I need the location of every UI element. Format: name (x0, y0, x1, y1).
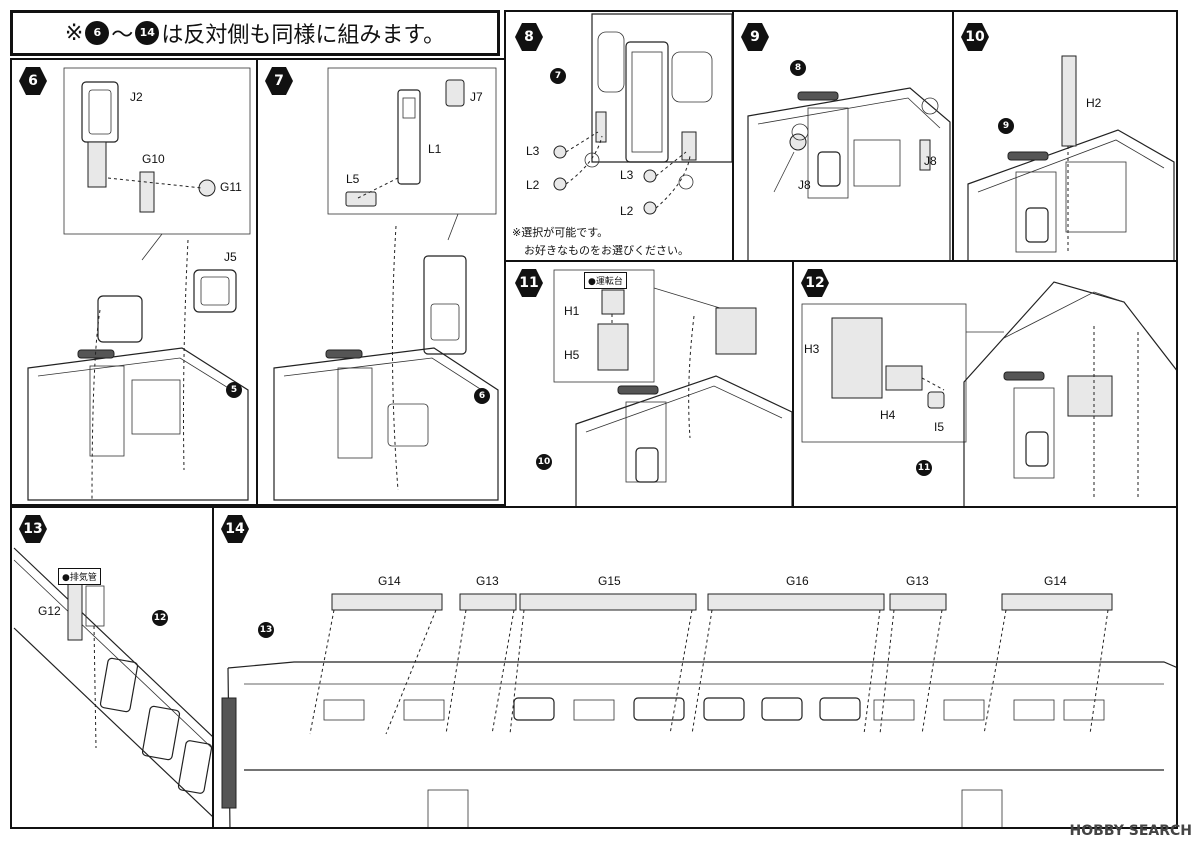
step-8-panel: 8 7 L3 L2 L3 L2 ※選択が可能です。 お好きなものをお選びくだ (504, 10, 734, 262)
header-from-step: 6 (85, 21, 110, 45)
step-10-drawing (967, 55, 1175, 260)
step-12-panel: 12 H3 H4 I5 11 (792, 260, 1178, 508)
step-10-badge: 10 (960, 22, 990, 52)
part-H2-label: H2 (1086, 96, 1102, 110)
part-J8-label-a: J8 (924, 154, 937, 168)
step-12-ref-11: 11 (916, 460, 932, 476)
part-L5-label: L5 (346, 172, 360, 186)
step-14-panel: 14 (212, 506, 1178, 829)
step-6-panel: 6 J2 G10 G11 (10, 58, 258, 506)
step-6-ref-5: 5 (226, 382, 242, 398)
step-9-drawing (747, 87, 951, 260)
part-G14-label-b: G14 (1044, 574, 1067, 588)
step-8-drawing (553, 13, 732, 215)
part-L3-label-a: L3 (526, 144, 540, 158)
step-10-ref-9: 9 (998, 118, 1014, 134)
step-7-badge: 7 (264, 66, 294, 96)
step-13-panel: 13 ●排気管 G12 12 (10, 506, 214, 829)
step-14-ref-13: 13 (258, 622, 274, 638)
step-13-ref-12: 12 (152, 610, 168, 626)
header-note: ※ 6 〜 14 は反対側も同様に組みます。 (13, 13, 497, 53)
part-G15-label: G15 (598, 574, 621, 588)
part-L2-label-b: L2 (620, 204, 634, 218)
step-12-drawing (801, 281, 1176, 506)
step-8-badge: 8 (514, 22, 544, 52)
part-G13-label-a: G13 (476, 574, 499, 588)
step-11-panel: 11 ●運転台 H1 H5 10 (504, 260, 794, 508)
part-I5-label: I5 (934, 420, 945, 434)
header-tilde: 〜 (111, 23, 134, 48)
part-G16-label: G16 (786, 574, 809, 588)
step-8-note-line1: ※選択が可能です。 (512, 226, 609, 239)
header-text: は反対側も同様に組みます。 (161, 23, 446, 48)
part-H1-label: H1 (564, 304, 580, 318)
step-11-tag: ●運転台 (584, 272, 627, 289)
part-J8-label-b: J8 (798, 178, 811, 192)
part-J7-label: J7 (470, 90, 483, 104)
step-13-badge: 13 (18, 514, 48, 544)
part-H4-label: H4 (880, 408, 896, 422)
part-G12-label: G12 (38, 604, 61, 618)
part-L1-label: L1 (428, 142, 442, 156)
part-J2-label: J2 (130, 90, 143, 104)
header-note-box: ※ 6 〜 14 は反対側も同様に組みます。 (10, 10, 500, 56)
step-13-tag: ●排気管 (58, 568, 101, 585)
header-to-step: 14 (135, 21, 160, 45)
step-14-drawing (221, 593, 1176, 827)
step-11-drawing (553, 269, 792, 506)
step-10-panel: 10 H2 9 (952, 10, 1178, 262)
step-9-ref-8: 8 (790, 60, 806, 76)
step-7-ref-6: 6 (474, 388, 490, 404)
part-L3-label-b: L3 (620, 168, 634, 182)
part-H5-label: H5 (564, 348, 580, 362)
step-11-ref-10: 10 (536, 454, 552, 470)
part-G10-label: G10 (142, 152, 165, 166)
watermark: HOBBY SEARCH (1069, 823, 1192, 839)
part-G11-label: G11 (220, 180, 242, 194)
step-11-badge: 11 (514, 268, 544, 298)
step-13-drawing (13, 547, 212, 817)
step-14-badge: 14 (220, 514, 250, 544)
step-9-panel: 9 8 J8 J8 (732, 10, 954, 262)
step-7-panel: 7 J7 L1 L5 6 (256, 58, 506, 506)
part-G14-label-a: G14 (378, 574, 401, 588)
step-9-badge: 9 (740, 22, 770, 52)
step-6-drawing (27, 67, 251, 501)
part-J5-label: J5 (224, 250, 237, 264)
step-8-note-line2: お好きなものをお選びください。 (524, 244, 689, 257)
header-prefix: ※ (64, 20, 84, 46)
step-12-badge: 12 (800, 268, 830, 298)
part-L2-label-a: L2 (526, 178, 540, 192)
part-H3-label: H3 (804, 342, 820, 356)
part-G13-label-b: G13 (906, 574, 929, 588)
step-6-badge: 6 (18, 66, 48, 96)
step-7-drawing (273, 67, 499, 501)
step-8-ref-7: 7 (550, 68, 566, 84)
